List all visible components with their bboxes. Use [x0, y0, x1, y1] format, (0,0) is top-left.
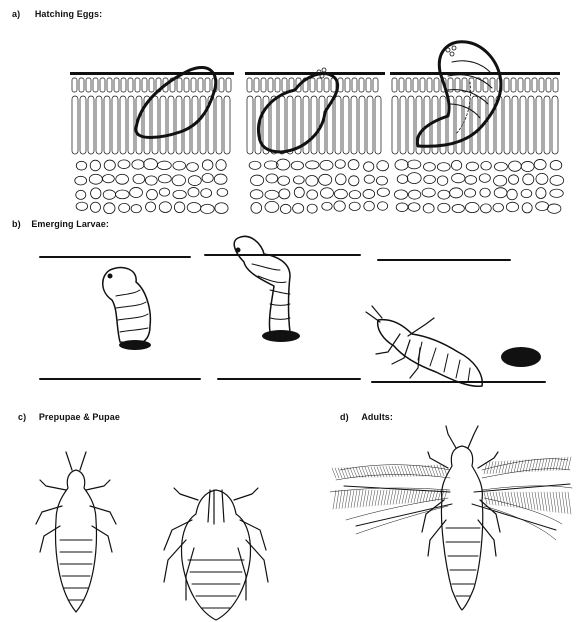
pupa-illustration: [164, 488, 268, 620]
plant-tissue: [245, 72, 389, 214]
emerging-larvae-panel: [40, 236, 545, 386]
prepupa-illustration: [36, 452, 116, 612]
hatching-egg-panel-3: [390, 42, 564, 214]
plant-tissue: [70, 72, 234, 214]
hatching-egg-panel-2: [245, 68, 389, 214]
hatching-egg-panel-1: [70, 67, 234, 213]
egg-shape: [258, 74, 337, 152]
adult-thrips-illustration: [330, 426, 572, 610]
larva-2: [234, 236, 300, 342]
larva-1: [103, 268, 151, 350]
larva-3: [366, 306, 541, 386]
